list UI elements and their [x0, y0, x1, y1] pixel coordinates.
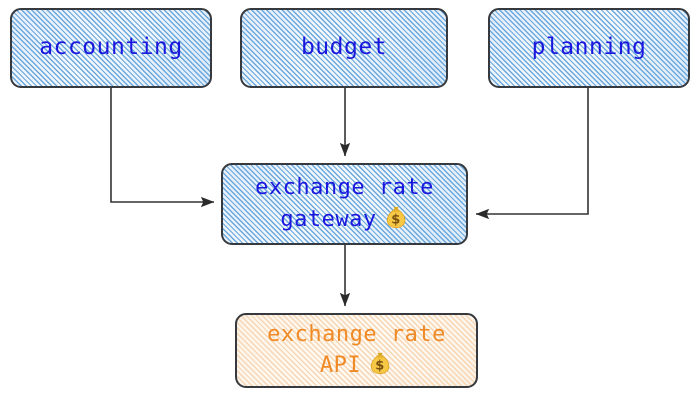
edge-planning-to-gateway	[475, 88, 589, 220]
money-bag-icon: $	[370, 352, 390, 375]
node-gateway-label-wrap: exchange rate gateway $	[255, 173, 434, 235]
node-api-label: exchange rate API	[267, 321, 446, 378]
edge-accounting-to-gateway	[110, 88, 215, 208]
node-planning-label: planning	[531, 34, 647, 61]
node-api-label-wrap: exchange rate API $	[267, 320, 446, 382]
svg-text:$: $	[391, 212, 400, 227]
node-accounting[interactable]: accounting	[10, 8, 212, 88]
node-api[interactable]: exchange rate API $	[235, 313, 478, 388]
node-accounting-label: accounting	[39, 34, 183, 61]
node-gateway[interactable]: exchange rate gateway $	[221, 163, 468, 245]
money-bag-icon: $	[386, 205, 405, 228]
node-planning[interactable]: planning	[488, 8, 690, 88]
node-budget-label: budget	[300, 34, 388, 61]
node-gateway-label: exchange rate gateway	[255, 175, 434, 232]
node-budget[interactable]: budget	[240, 8, 448, 88]
svg-text:$: $	[375, 359, 384, 374]
